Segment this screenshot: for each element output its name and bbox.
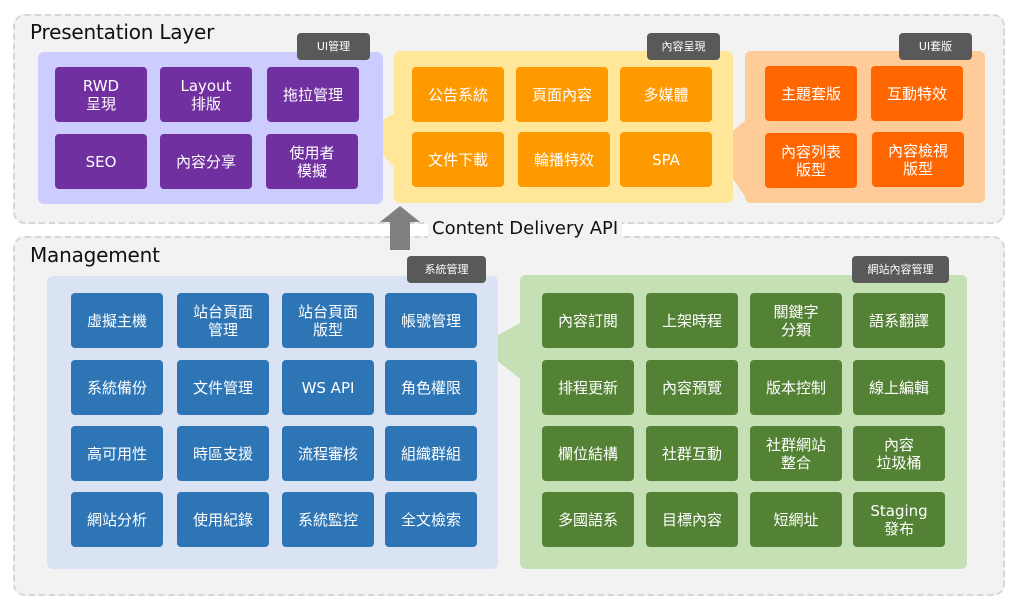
- tile-user-simulation[interactable]: 使用者 模擬: [266, 134, 358, 189]
- tile-publish-schedule[interactable]: 上架時程: [646, 293, 738, 348]
- tile-page-content[interactable]: 頁面內容: [516, 67, 608, 122]
- management-layer-title: Management: [30, 243, 160, 267]
- tile-staging-publish[interactable]: Staging 發布: [853, 492, 945, 547]
- tile-content-subscription[interactable]: 內容訂閱: [542, 293, 634, 348]
- tile-web-analytics[interactable]: 網站分析: [71, 492, 163, 547]
- tile-drag-management[interactable]: 拖拉管理: [267, 67, 359, 122]
- tile-short-url[interactable]: 短網址: [750, 492, 842, 547]
- tile-version-control[interactable]: 版本控制: [750, 360, 842, 415]
- tag-ui-management: UI管理: [297, 33, 370, 60]
- tile-multimedia[interactable]: 多媒體: [620, 67, 712, 122]
- tile-view-template[interactable]: 內容檢視 版型: [872, 132, 964, 187]
- tag-ui-theme: UI套版: [899, 33, 972, 60]
- tile-file-management[interactable]: 文件管理: [177, 360, 269, 415]
- tile-file-download[interactable]: 文件下載: [412, 132, 504, 187]
- tile-account-management[interactable]: 帳號管理: [385, 293, 477, 348]
- tile-multilingual[interactable]: 多國語系: [542, 492, 634, 547]
- tile-virtual-host[interactable]: 虛擬主機: [71, 293, 163, 348]
- tile-keyword-category[interactable]: 關鍵字 分類: [750, 293, 842, 348]
- tile-organization-group[interactable]: 組織群組: [385, 426, 477, 481]
- tile-social-interaction[interactable]: 社群互動: [646, 426, 738, 481]
- tile-content-trash[interactable]: 內容 垃圾桶: [853, 426, 945, 481]
- content-delivery-api-label: Content Delivery API: [428, 218, 623, 239]
- tile-content-share[interactable]: 內容分享: [160, 134, 252, 189]
- tile-language-translation[interactable]: 語系翻譯: [853, 293, 945, 348]
- tile-content-preview[interactable]: 內容預覽: [646, 360, 738, 415]
- tag-web-content-management: 網站內容管理: [852, 256, 949, 283]
- tile-field-structure[interactable]: 欄位結構: [542, 426, 634, 481]
- tile-system-monitoring[interactable]: 系統監控: [282, 492, 374, 547]
- tag-content-presentation: 內容呈現: [647, 33, 720, 60]
- tile-interactive-effects[interactable]: 互動特效: [871, 66, 963, 121]
- tile-online-editing[interactable]: 線上編輯: [853, 360, 945, 415]
- tile-theme[interactable]: 主題套版: [765, 66, 857, 121]
- tag-system-management: 系統管理: [407, 256, 486, 283]
- tile-timezone-support[interactable]: 時區支援: [177, 426, 269, 481]
- tile-scheduled-update[interactable]: 排程更新: [542, 360, 634, 415]
- tile-targeted-content[interactable]: 目標內容: [646, 492, 738, 547]
- tile-spa[interactable]: SPA: [620, 132, 712, 187]
- tile-carousel[interactable]: 輪播特效: [518, 132, 610, 187]
- tile-list-template[interactable]: 內容列表 版型: [765, 133, 857, 188]
- tile-site-page-template[interactable]: 站台頁面 版型: [282, 293, 374, 348]
- tile-announcement[interactable]: 公告系統: [412, 67, 504, 122]
- tile-role-permission[interactable]: 角色權限: [385, 360, 477, 415]
- presentation-layer-title: Presentation Layer: [30, 20, 215, 44]
- tile-high-availability[interactable]: 高可用性: [71, 426, 163, 481]
- tile-workflow-review[interactable]: 流程審核: [282, 426, 374, 481]
- tile-site-page-management[interactable]: 站台頁面 管理: [177, 293, 269, 348]
- tile-layout[interactable]: Layout 排版: [160, 67, 252, 122]
- tile-ws-api[interactable]: WS API: [282, 360, 374, 415]
- tile-system-backup[interactable]: 系統備份: [71, 360, 163, 415]
- tile-social-network-integration[interactable]: 社群網站 整合: [750, 426, 842, 481]
- tile-rwd[interactable]: RWD 呈現: [55, 67, 147, 122]
- tile-usage-log[interactable]: 使用紀錄: [177, 492, 269, 547]
- tile-full-text-search[interactable]: 全文檢索: [385, 492, 477, 547]
- tile-seo[interactable]: SEO: [55, 134, 147, 189]
